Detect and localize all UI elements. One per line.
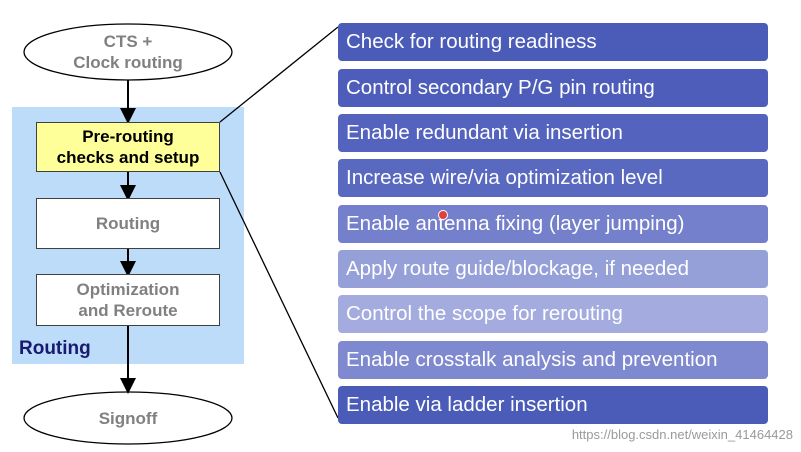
checklist-item-route-guide[interactable]: Apply route guide/blockage, if needed <box>338 250 768 288</box>
optimization-reroute-box[interactable]: Optimization and Reroute <box>36 274 220 326</box>
prerouting-checks-box[interactable]: Pre-routing checks and setup <box>36 122 220 172</box>
checklist-item-label: Enable antenna fixing (layer jumping) <box>346 212 685 235</box>
watermark: https://blog.csdn.net/weixin_41464428 <box>571 427 793 442</box>
checklist-item-label: Enable crosstalk analysis and prevention <box>346 348 718 371</box>
checklist-item-label: Check for routing readiness <box>346 30 597 53</box>
cts-clock-routing-label: CTS + Clock routing <box>73 32 183 72</box>
checklist-item-label: Control secondary P/G pin routing <box>346 76 655 99</box>
cts-clock-routing-node: CTS + Clock routing <box>40 30 216 74</box>
checklist-item-wire-via-optimization[interactable]: Increase wire/via optimization level <box>338 159 768 197</box>
checklist-item-redundant-via[interactable]: Enable redundant via insertion <box>338 114 768 152</box>
checklist-item-routing-readiness[interactable]: Check for routing readiness <box>338 23 768 61</box>
optimization-reroute-label: Optimization and Reroute <box>76 280 180 320</box>
pointer-cursor-icon <box>438 210 448 220</box>
signoff-node: Signoff <box>40 398 216 438</box>
routing-step-label: Routing <box>95 214 161 233</box>
checklist-item-reroute-scope[interactable]: Control the scope for rerouting <box>338 295 768 333</box>
checklist-item-label: Increase wire/via optimization level <box>346 166 663 189</box>
checklist-item-crosstalk[interactable]: Enable crosstalk analysis and prevention <box>338 341 768 379</box>
checklist-item-label: Enable via ladder insertion <box>346 393 588 416</box>
signoff-label: Signoff <box>98 408 158 428</box>
checklist-item-label: Control the scope for rerouting <box>346 302 623 325</box>
checklist-item-label: Apply route guide/blockage, if needed <box>346 257 690 280</box>
checklist-item-via-ladder[interactable]: Enable via ladder insertion <box>338 386 768 424</box>
routing-region-label: Routing <box>19 338 91 359</box>
routing-step-box[interactable]: Routing <box>36 198 220 249</box>
callout-line-top <box>219 26 339 123</box>
checklist-item-label: Enable redundant via insertion <box>346 121 623 144</box>
prerouting-checks-label: Pre-routing checks and setup <box>56 127 200 167</box>
checklist-item-antenna-fixing[interactable]: Enable antenna fixing (layer jumping) <box>338 205 768 243</box>
checklist-item-secondary-pg[interactable]: Control secondary P/G pin routing <box>338 69 768 107</box>
callout-line-bottom <box>219 171 339 419</box>
